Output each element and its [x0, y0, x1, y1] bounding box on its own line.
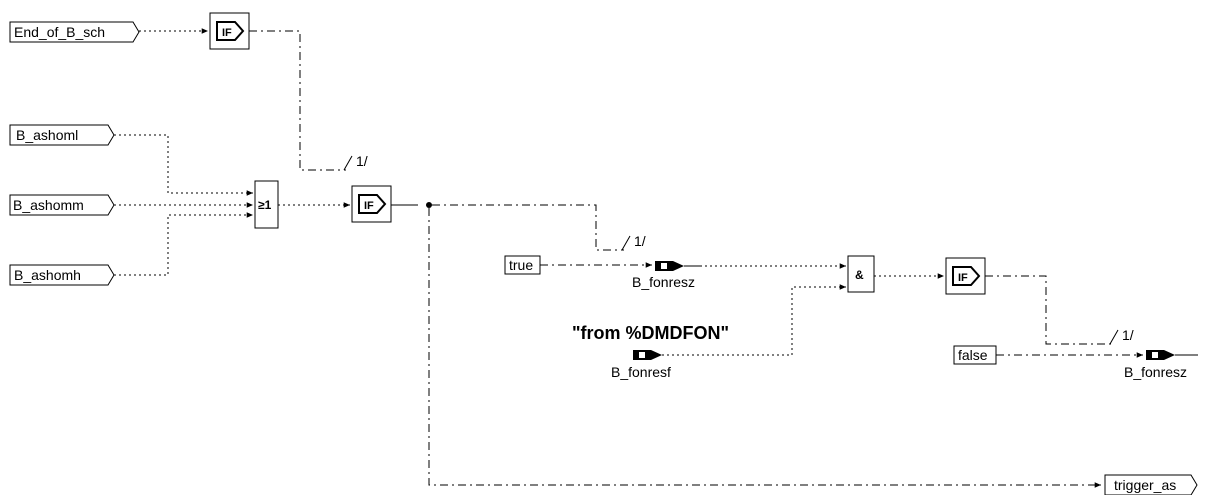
seq-marker-2 [621, 235, 631, 251]
var-pin-b-fonresf[interactable]: B_fonresf [611, 350, 671, 380]
input-b-ashomm[interactable]: B_ashomm [9, 194, 115, 216]
wire-ashomh-to-or [114, 212, 253, 276]
wire-if2-to-seq2 [432, 204, 624, 251]
input-b-ashoml-label: B_ashoml [16, 127, 78, 143]
constant-false[interactable]: false [953, 345, 997, 365]
var-label-b-fonresz-2: B_fonresz [1124, 364, 1187, 380]
var-pin-b-fonresz-2[interactable]: B_fonresz [1124, 350, 1198, 380]
wire-if3-to-seq3 [985, 275, 1112, 345]
seq-label-3: 1/ [1122, 327, 1134, 343]
input-end-of-b-sch[interactable]: End_of_B_sch [9, 21, 140, 43]
if-block-2[interactable]: IF [351, 185, 392, 223]
if-block-1-label: IF [222, 27, 232, 39]
if-block-3-label: IF [958, 272, 968, 284]
and-gate[interactable]: & [847, 255, 875, 293]
if-block-3[interactable]: IF [945, 257, 986, 295]
seq-marker-3 [1109, 329, 1119, 345]
or-gate-symbol: ≥1 [258, 198, 272, 212]
input-b-ashomh-label: B_ashomh [14, 267, 81, 283]
and-gate-symbol: & [855, 268, 864, 282]
input-end-of-b-sch-label: End_of_B_sch [14, 24, 105, 40]
var-label-b-fonresz-1: B_fonresz [632, 274, 695, 290]
wire-fonresf-to-and [662, 284, 846, 356]
junction-dot [426, 202, 432, 208]
if-block-1[interactable]: IF [209, 12, 250, 50]
output-trigger-as[interactable]: trigger_as [1104, 474, 1198, 495]
annotation-from-dmdfon: "from %DMDFON" [572, 323, 729, 343]
constant-true[interactable]: true [504, 255, 541, 275]
seq-label-2: 1/ [634, 233, 646, 249]
or-gate[interactable]: ≥1 [254, 180, 279, 229]
seq-label-1: 1/ [356, 153, 368, 169]
wire-to-trigger-as [428, 208, 1101, 488]
constant-false-label: false [958, 347, 988, 363]
if-block-2-label: IF [364, 200, 374, 212]
input-b-ashomh[interactable]: B_ashomh [9, 264, 115, 286]
var-pin-b-fonresz-1[interactable]: B_fonresz [632, 261, 700, 290]
wire-ashoml-to-or [114, 134, 253, 196]
input-b-ashoml[interactable]: B_ashoml [9, 124, 115, 146]
input-b-ashomm-label: B_ashomm [13, 197, 84, 213]
output-trigger-as-label: trigger_as [1114, 477, 1176, 493]
seq-marker-1 [343, 155, 353, 171]
constant-true-label: true [509, 257, 533, 273]
wire-if1-seq [249, 30, 346, 171]
var-label-b-fonresf: B_fonresf [611, 364, 671, 380]
